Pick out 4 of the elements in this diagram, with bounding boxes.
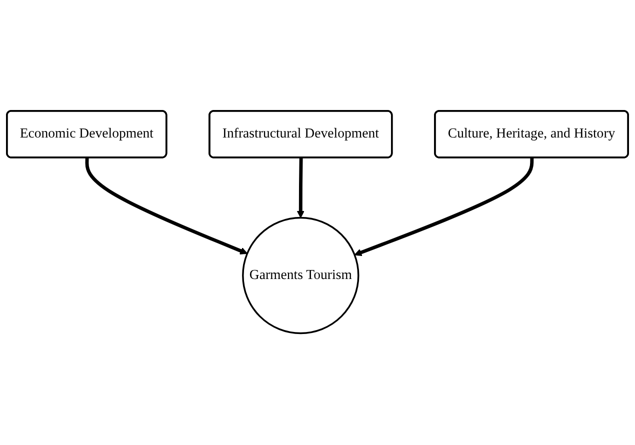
node-circle: Garments Tourism [242,217,360,335]
arrow [354,158,534,256]
arrow [85,158,248,255]
arrow [296,158,304,219]
